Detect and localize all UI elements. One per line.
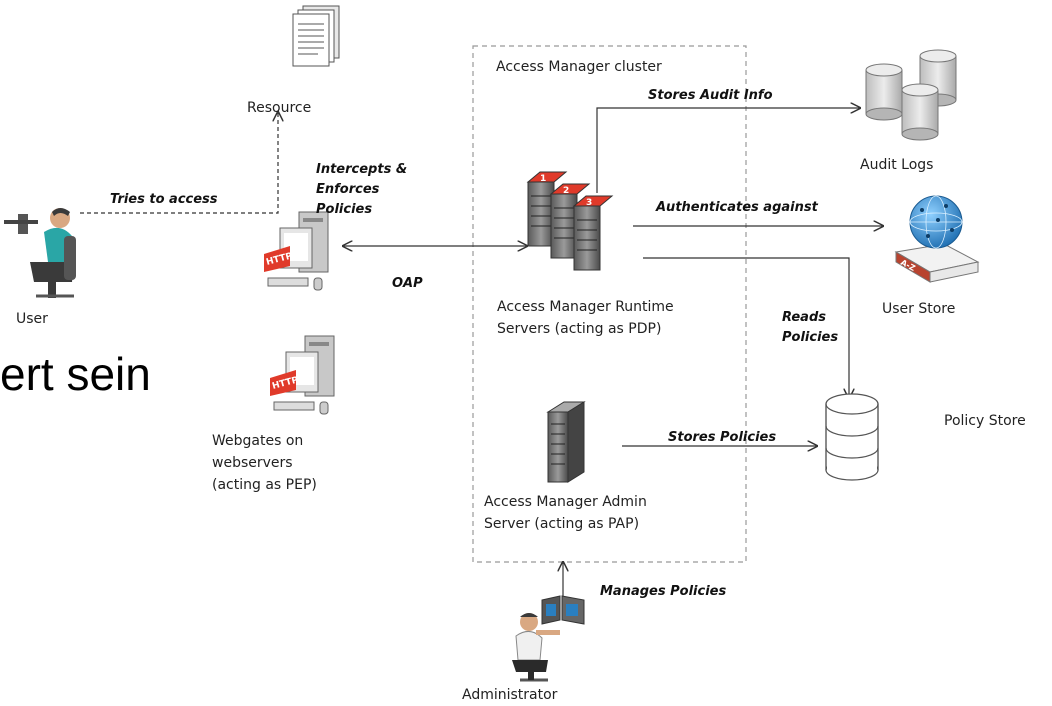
runtime-servers-label: Access Manager Runtime Servers (acting a… bbox=[497, 299, 674, 337]
resource-label: Resource bbox=[247, 100, 312, 116]
document-stack-icon bbox=[292, 5, 340, 67]
edge-label-stores-policies: Stores Policies bbox=[668, 430, 777, 445]
audit-logs-label: Audit Logs bbox=[860, 157, 934, 173]
administrator-label: Administrator bbox=[462, 687, 558, 703]
edge-label-manages-policies: Manages Policies bbox=[600, 584, 727, 599]
policy-store-label: Policy Store bbox=[944, 413, 1026, 429]
edge-tries-to-access bbox=[80, 112, 278, 214]
edge-stores-audit bbox=[596, 108, 860, 193]
edge-reads-policies bbox=[643, 257, 849, 398]
user-label: User bbox=[16, 311, 48, 327]
server-badge-1: 1 bbox=[540, 174, 546, 184]
edge-label-tries-to-access: Tries to access bbox=[110, 192, 218, 207]
server-tower-icon bbox=[546, 401, 586, 483]
admin-at-monitors-icon bbox=[512, 595, 585, 682]
cluster-boundary bbox=[472, 45, 747, 563]
admin-server-label: Access Manager Admin Server (acting as P… bbox=[484, 494, 647, 532]
user-store-label: User Store bbox=[882, 301, 956, 317]
numbered-server-rack-icon: 1 2 3 bbox=[526, 171, 614, 271]
edge-label-intercepts: Intercepts & Enforces Policies bbox=[316, 162, 408, 217]
globe-on-book-icon: A-Z bbox=[894, 195, 980, 283]
cluster-label: Access Manager cluster bbox=[496, 59, 662, 75]
edge-label-stores-audit: Stores Audit Info bbox=[648, 88, 773, 103]
server-badge-3: 3 bbox=[586, 198, 592, 208]
http-server-icon-webgates: HTTP bbox=[270, 335, 335, 415]
webgates-label: Webgates on webservers (acting as PEP) bbox=[212, 433, 317, 493]
database-icon bbox=[825, 393, 879, 481]
edge-label-oap: OAP bbox=[392, 276, 423, 291]
http-server-icon-intercept: HTTP bbox=[264, 211, 329, 291]
user-at-computer-icon bbox=[4, 208, 76, 298]
slide-text-fragment: ert sein bbox=[0, 348, 151, 400]
database-cluster-icon bbox=[865, 49, 957, 141]
edge-label-reads-policies: Reads Policies bbox=[782, 310, 839, 345]
server-badge-2: 2 bbox=[563, 186, 569, 196]
edge-label-authenticates: Authenticates against bbox=[656, 200, 818, 215]
